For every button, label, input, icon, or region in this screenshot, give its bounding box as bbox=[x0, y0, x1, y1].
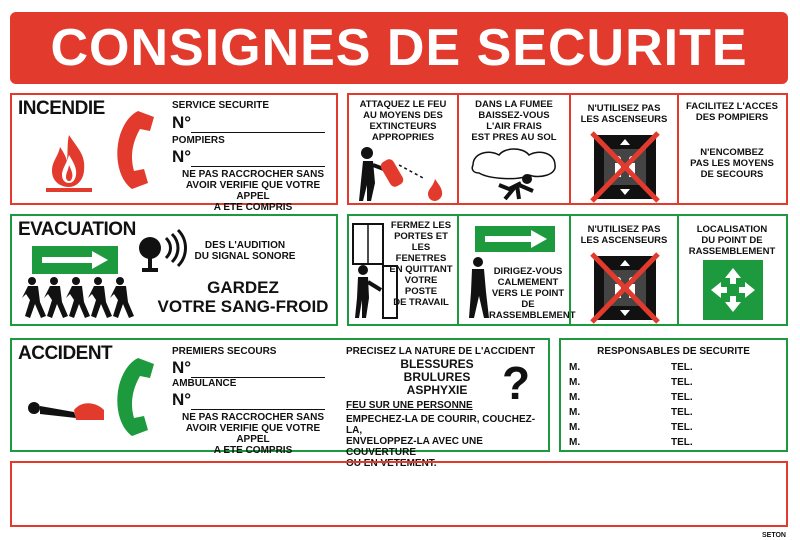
pompiers-number-field[interactable]: N° bbox=[172, 147, 326, 167]
responsable-tel-field[interactable]: TEL. bbox=[671, 377, 693, 388]
responsable-tel-field[interactable]: TEL. bbox=[671, 422, 693, 433]
accident-nature-label: PRECISEZ LA NATURE DE L'ACCIDENT bbox=[346, 346, 536, 357]
number-label: N° bbox=[172, 390, 192, 409]
responsable-name-field[interactable]: M. bbox=[569, 422, 581, 433]
exit-arrow-icon bbox=[475, 226, 555, 252]
responsable-tel-field[interactable]: TEL. bbox=[671, 437, 693, 448]
premiers-secours-label: PREMIERS SECOURS bbox=[172, 346, 277, 357]
responsable-name-field[interactable]: M. bbox=[569, 392, 581, 403]
ambulance-number-field[interactable]: N° bbox=[172, 390, 326, 410]
no-elevator-icon bbox=[590, 252, 660, 324]
walking-person-icon bbox=[469, 257, 489, 318]
telephone-icon bbox=[117, 111, 154, 189]
incendie-heading: INCENDIE bbox=[18, 98, 105, 119]
people-running-icon bbox=[22, 277, 134, 318]
door-person-icon bbox=[352, 223, 398, 319]
evacuation-heading: EVACUATION bbox=[18, 219, 136, 240]
incendie-box: INCENDIE SERVICE SECURITE N° POMPIERS N°… bbox=[10, 93, 338, 213]
injured-person-icon bbox=[28, 402, 104, 420]
responsable-name-field[interactable]: M. bbox=[569, 407, 581, 418]
responsables-title: RESPONSABLES DE SECURITE bbox=[597, 346, 750, 357]
assembly-point-icon bbox=[703, 260, 763, 320]
number-label: N° bbox=[172, 358, 192, 377]
responsable-name-field[interactable]: M. bbox=[569, 362, 581, 373]
number-label: N° bbox=[172, 113, 192, 132]
accident-advice: EMPECHEZ-LA DE COURIR, COUCHEZ-LA,ENVELO… bbox=[346, 414, 536, 469]
extinguisher-person-icon bbox=[359, 147, 443, 201]
responsable-tel-field[interactable]: TEL. bbox=[671, 392, 693, 403]
flame-icon bbox=[46, 135, 92, 192]
premiers-number-field[interactable]: N° bbox=[172, 358, 326, 378]
no-elevator-icon bbox=[590, 131, 660, 203]
responsable-name-field[interactable]: M. bbox=[569, 377, 581, 388]
feu-label: FEU SUR UNE PERSONNE bbox=[346, 400, 473, 411]
responsables-box: RESPONSABLES DE SECURITE M. TEL. M. TEL. M. T… bbox=[559, 338, 788, 452]
notes-box[interactable] bbox=[10, 461, 788, 527]
exit-arrow-icon bbox=[32, 246, 118, 274]
ambulance-label: AMBULANCE bbox=[172, 378, 237, 389]
responsable-tel-field[interactable]: TEL. bbox=[671, 362, 693, 373]
responsable-name-field[interactable]: M. bbox=[569, 437, 581, 448]
crouching-person-icon bbox=[471, 148, 556, 201]
accident-heading: ACCIDENT bbox=[18, 343, 113, 364]
accident-box: ACCIDENT PREMIERS SECOURS N° AMBULANCE N… bbox=[10, 338, 550, 469]
pompiers-label: POMPIERS bbox=[172, 135, 225, 146]
responsable-tel-field[interactable]: TEL. bbox=[671, 407, 693, 418]
service-number-field[interactable]: N° bbox=[172, 113, 326, 133]
telephone-icon bbox=[117, 358, 154, 436]
number-label: N° bbox=[172, 147, 192, 166]
question-mark-icon: ? bbox=[502, 357, 531, 409]
alarm-speaker-icon bbox=[139, 228, 187, 272]
brand-label: SETON bbox=[762, 532, 786, 539]
page-title: CONSIGNES DE SECURITE bbox=[10, 12, 788, 84]
service-securite-label: SERVICE SECURITE bbox=[172, 100, 270, 111]
